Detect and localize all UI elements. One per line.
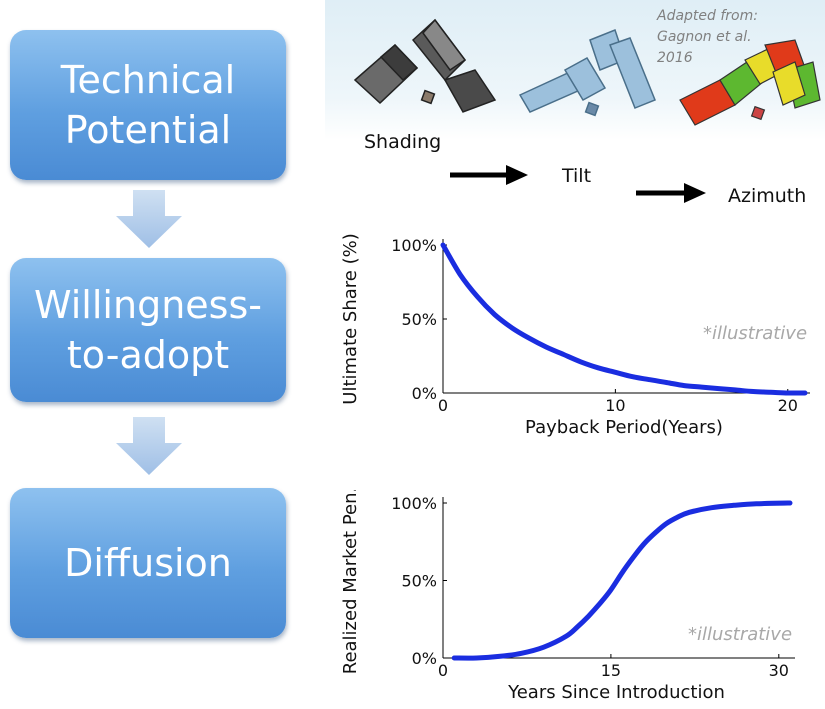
series-line: [451, 500, 793, 661]
illustrative-note: *illustrative: [703, 323, 807, 344]
attribution-line2: Gagnon et al.: [657, 29, 752, 45]
x-axis-label: Years Since Introduction: [507, 682, 725, 703]
step-label-line1: Technical: [60, 58, 236, 102]
x-tick-label: 30: [769, 661, 789, 680]
attribution-line1: Adapted from:: [657, 8, 758, 24]
series-line: [440, 242, 808, 396]
step-label-line1: Willingness-: [34, 283, 262, 327]
step-technical-potential: Technical Potential: [10, 30, 286, 180]
y-tick-label: 50%: [401, 572, 437, 591]
attribution-note: Adapted from: Gagnon et al. 2016: [657, 6, 817, 69]
y-tick-label: 100%: [391, 494, 437, 513]
stage-label-shading: Shading: [364, 131, 442, 153]
x-tick-label: 20: [778, 396, 798, 415]
illustrative-note: *illustrative: [688, 624, 792, 645]
x-tick-label: 0: [438, 661, 448, 680]
azimuth-roof-image: [679, 39, 821, 126]
y-tick-label: 0%: [412, 384, 437, 403]
right-arrow-icon: [450, 165, 528, 185]
y-axis-label: Ultimate Share (%): [340, 233, 361, 404]
stage-label-tilt: Tilt: [562, 165, 592, 187]
step-label-line2: to-adopt: [66, 333, 230, 377]
shading-roof-image: [353, 18, 497, 113]
y-axis-label: Realized Market Pen.: [340, 490, 361, 674]
right-arrow-icon: [636, 183, 706, 203]
step-diffusion: Diffusion: [10, 488, 286, 638]
x-axis-label: Payback Period(Years): [525, 417, 723, 438]
tilt-roof-image: [518, 29, 656, 117]
down-arrow-icon: [116, 417, 182, 475]
x-tick-label: 10: [605, 396, 625, 415]
x-tick-label: 15: [601, 661, 621, 680]
stage-label-azimuth: Azimuth: [728, 185, 807, 207]
y-tick-label: 50%: [401, 310, 437, 329]
y-tick-label: 0%: [412, 649, 437, 668]
rooftop-images-panel: [325, 0, 825, 140]
y-tick-label: 100%: [391, 236, 437, 255]
step-willingness-to-adopt: Willingness- to-adopt: [10, 258, 286, 402]
x-tick-label: 0: [438, 396, 448, 415]
step-label-line2: Potential: [64, 108, 232, 152]
step-label-line1: Diffusion: [64, 541, 232, 585]
attribution-line3: 2016: [657, 50, 693, 66]
down-arrow-icon: [116, 190, 182, 248]
